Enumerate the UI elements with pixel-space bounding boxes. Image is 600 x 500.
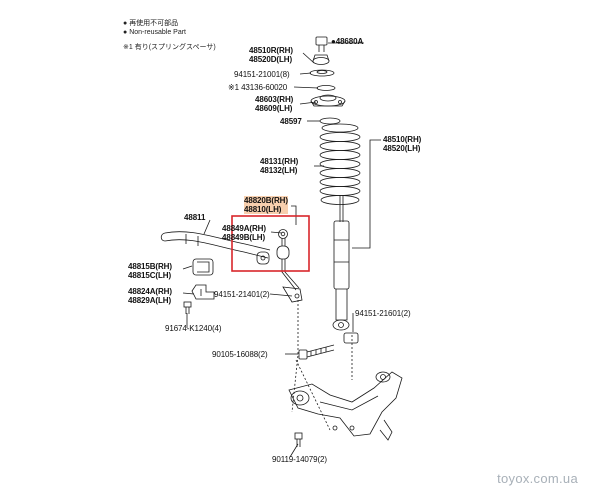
shock-absorber-48510 — [332, 195, 359, 344]
leader-43136 — [293, 86, 319, 89]
part-label-48811: 48811 — [184, 213, 206, 222]
dashed-line-link — [291, 300, 299, 413]
leader-48510 — [352, 139, 381, 249]
bolt-91674 — [183, 301, 192, 314]
part-label-48510r: 48510R(RH)48520D(LH) — [249, 46, 293, 64]
legend-row-note-1: ※1 有り(スプリングスペーサ) — [123, 44, 216, 51]
bar-bushing-48815b — [192, 258, 214, 276]
leader-48811 — [203, 219, 211, 235]
lower-arm — [288, 371, 403, 441]
part-label-48597: 48597 — [280, 117, 302, 126]
highlight-frame — [231, 215, 310, 272]
legend-row-non-reusable-en: ● Non-reusable Part — [123, 29, 186, 36]
leader-48510r — [302, 52, 315, 64]
bushing-48849a — [256, 251, 270, 265]
bolt-90119 — [294, 432, 303, 447]
bolt-90105 — [298, 344, 335, 360]
washer-94151 — [309, 69, 335, 77]
insulator-48597 — [319, 117, 341, 125]
part-label-43136: ※1 43136-60020 — [228, 83, 288, 92]
leader-48603 — [299, 101, 317, 105]
leader-48820b — [291, 205, 297, 225]
leader-48815b — [182, 265, 193, 270]
part-label-90119: 90119-14079(2) — [272, 455, 327, 464]
upper-support-48603 — [310, 94, 346, 107]
part-label-48131: 48131(RH)48132(LH) — [260, 157, 299, 175]
watermark: toyox.com.ua — [497, 471, 578, 486]
part-label-48680a: ●48680A — [331, 37, 364, 46]
bar-bracket-48824a — [191, 284, 215, 300]
part-label-48849a: 48849A(RH)48849B(LH) — [222, 224, 266, 242]
part-label-94151-21601: 94151-21601(2) — [355, 309, 411, 318]
part-label-94151-21401: 94151-21401(2) — [214, 290, 270, 299]
coil-spring-48131 — [319, 123, 361, 205]
legend-row-non-reusable-jp: ● 再使用不可部品 — [123, 20, 179, 27]
bumper-48510r — [312, 54, 330, 65]
part-label-94151-21001: 94151-21001(8) — [234, 70, 290, 79]
part-label-90105: 90105-16088(2) — [212, 350, 268, 359]
leader-48824a — [182, 292, 195, 295]
part-label-48815b: 48815B(RH)48815C(LH) — [128, 262, 172, 280]
part-label-48603: 48603(RH)48609(LH) — [255, 95, 294, 113]
part-label-48824a: 48824A(RH)48829A(LH) — [128, 287, 172, 305]
top-nut-48680a — [315, 36, 328, 52]
leader-94151-21401 — [269, 293, 293, 297]
spacer-43136 — [316, 85, 336, 91]
stabilizer-link-48820b — [276, 229, 300, 291]
stabilizer-bar-48811 — [160, 231, 271, 259]
bracket-plate-94151-21401 — [282, 286, 303, 303]
leader-94151-21001 — [299, 72, 312, 75]
dashed-line-arm — [295, 359, 331, 431]
part-label-48820b: 48820B(RH)48810(LH) — [244, 196, 288, 214]
leader-48849a — [270, 231, 283, 234]
part-label-48510: 48510(RH)48520(LH) — [383, 135, 422, 153]
part-label-91674: 91674-K1240(4) — [165, 324, 222, 333]
